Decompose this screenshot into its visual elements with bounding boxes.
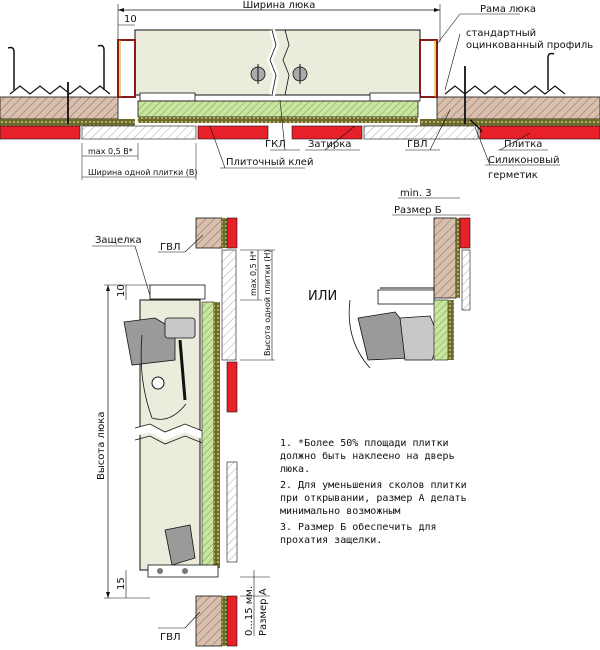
side-section: ГВЛ Защелка ГВЛ (92, 217, 275, 647)
tile-door-2 (291, 125, 363, 140)
top-section: Ширина люка 10 (0, 0, 600, 181)
note-line-6: минимально возможным (280, 506, 400, 517)
tile-height-label: Высота одной плитки (Н) (263, 249, 272, 356)
note-line-3: люка. (280, 464, 310, 475)
label-profile-2: оцинкованный профиль (466, 40, 593, 51)
label-silicone-2: герметик (488, 170, 538, 181)
alt-detail: min. 3 Размер Б (348, 188, 471, 369)
or-label: ИЛИ (308, 289, 337, 304)
tile-door-1 (197, 125, 269, 140)
dim-10-top: 10 (124, 14, 137, 25)
max-h-label: max 0,5 Н* (249, 251, 258, 296)
label-plitka: Плитка (504, 139, 542, 150)
note-line-2: должно быть наклеено на дверь (280, 450, 455, 462)
note-line-1: 1. *Более 50% площади плитки (280, 438, 449, 449)
hatch-frame-right (419, 39, 438, 98)
label-gvl-side-top: ГВЛ (160, 242, 180, 253)
glue-strip-right (420, 119, 600, 126)
latch-mechanism (123, 317, 176, 366)
label-profile-1: стандартный (466, 28, 536, 39)
note-line-8: прохатия защелки. (280, 535, 382, 546)
latch-pivot-icon (151, 376, 165, 390)
note-line-7: 3. Размер Б обеспечить для (280, 521, 437, 533)
profile-right (444, 85, 566, 95)
hatch-height-label: Высота люка (96, 412, 107, 480)
tile-width-label: Ширина одной плитки (В) (88, 168, 198, 177)
label-silicone-1: Силиконовый (488, 155, 559, 166)
width-label: Ширина люка (243, 0, 316, 11)
tile-right (479, 125, 600, 140)
note-line-5: при открывании, размер А делать (280, 493, 467, 504)
max-b-label: max 0,5 В* (88, 147, 133, 156)
label-rama: Рама люка (480, 4, 536, 15)
min3-label: min. 3 (400, 188, 432, 199)
label-glue: Плиточный клей (226, 157, 313, 168)
dim-10-side: 10 (116, 284, 127, 297)
razmer-a-label: Размер А (258, 588, 269, 636)
tile-left (0, 125, 81, 140)
dim-15-side: 15 (116, 577, 127, 590)
profile-left (9, 85, 111, 95)
label-zatirka: Затирка (308, 139, 351, 150)
notes: 1. *Более 50% площади плитки должно быть… (280, 438, 467, 546)
gvl-right (436, 96, 600, 120)
gap-label: 0...15 мм. (244, 586, 255, 636)
label-zashchelka: Защелка (95, 235, 142, 246)
razmer-b-label: Размер Б (394, 205, 442, 216)
door-glue-layer (137, 100, 419, 118)
label-gvl-side-bottom: ГВЛ (160, 632, 180, 643)
label-gkl: ГКЛ (265, 139, 286, 150)
hatch-frame-left (117, 39, 136, 98)
label-gvl-top: ГВЛ (407, 139, 427, 150)
gvl-left (0, 96, 119, 120)
note-line-4: 2. Для уменьшения сколов плитки (280, 480, 467, 491)
